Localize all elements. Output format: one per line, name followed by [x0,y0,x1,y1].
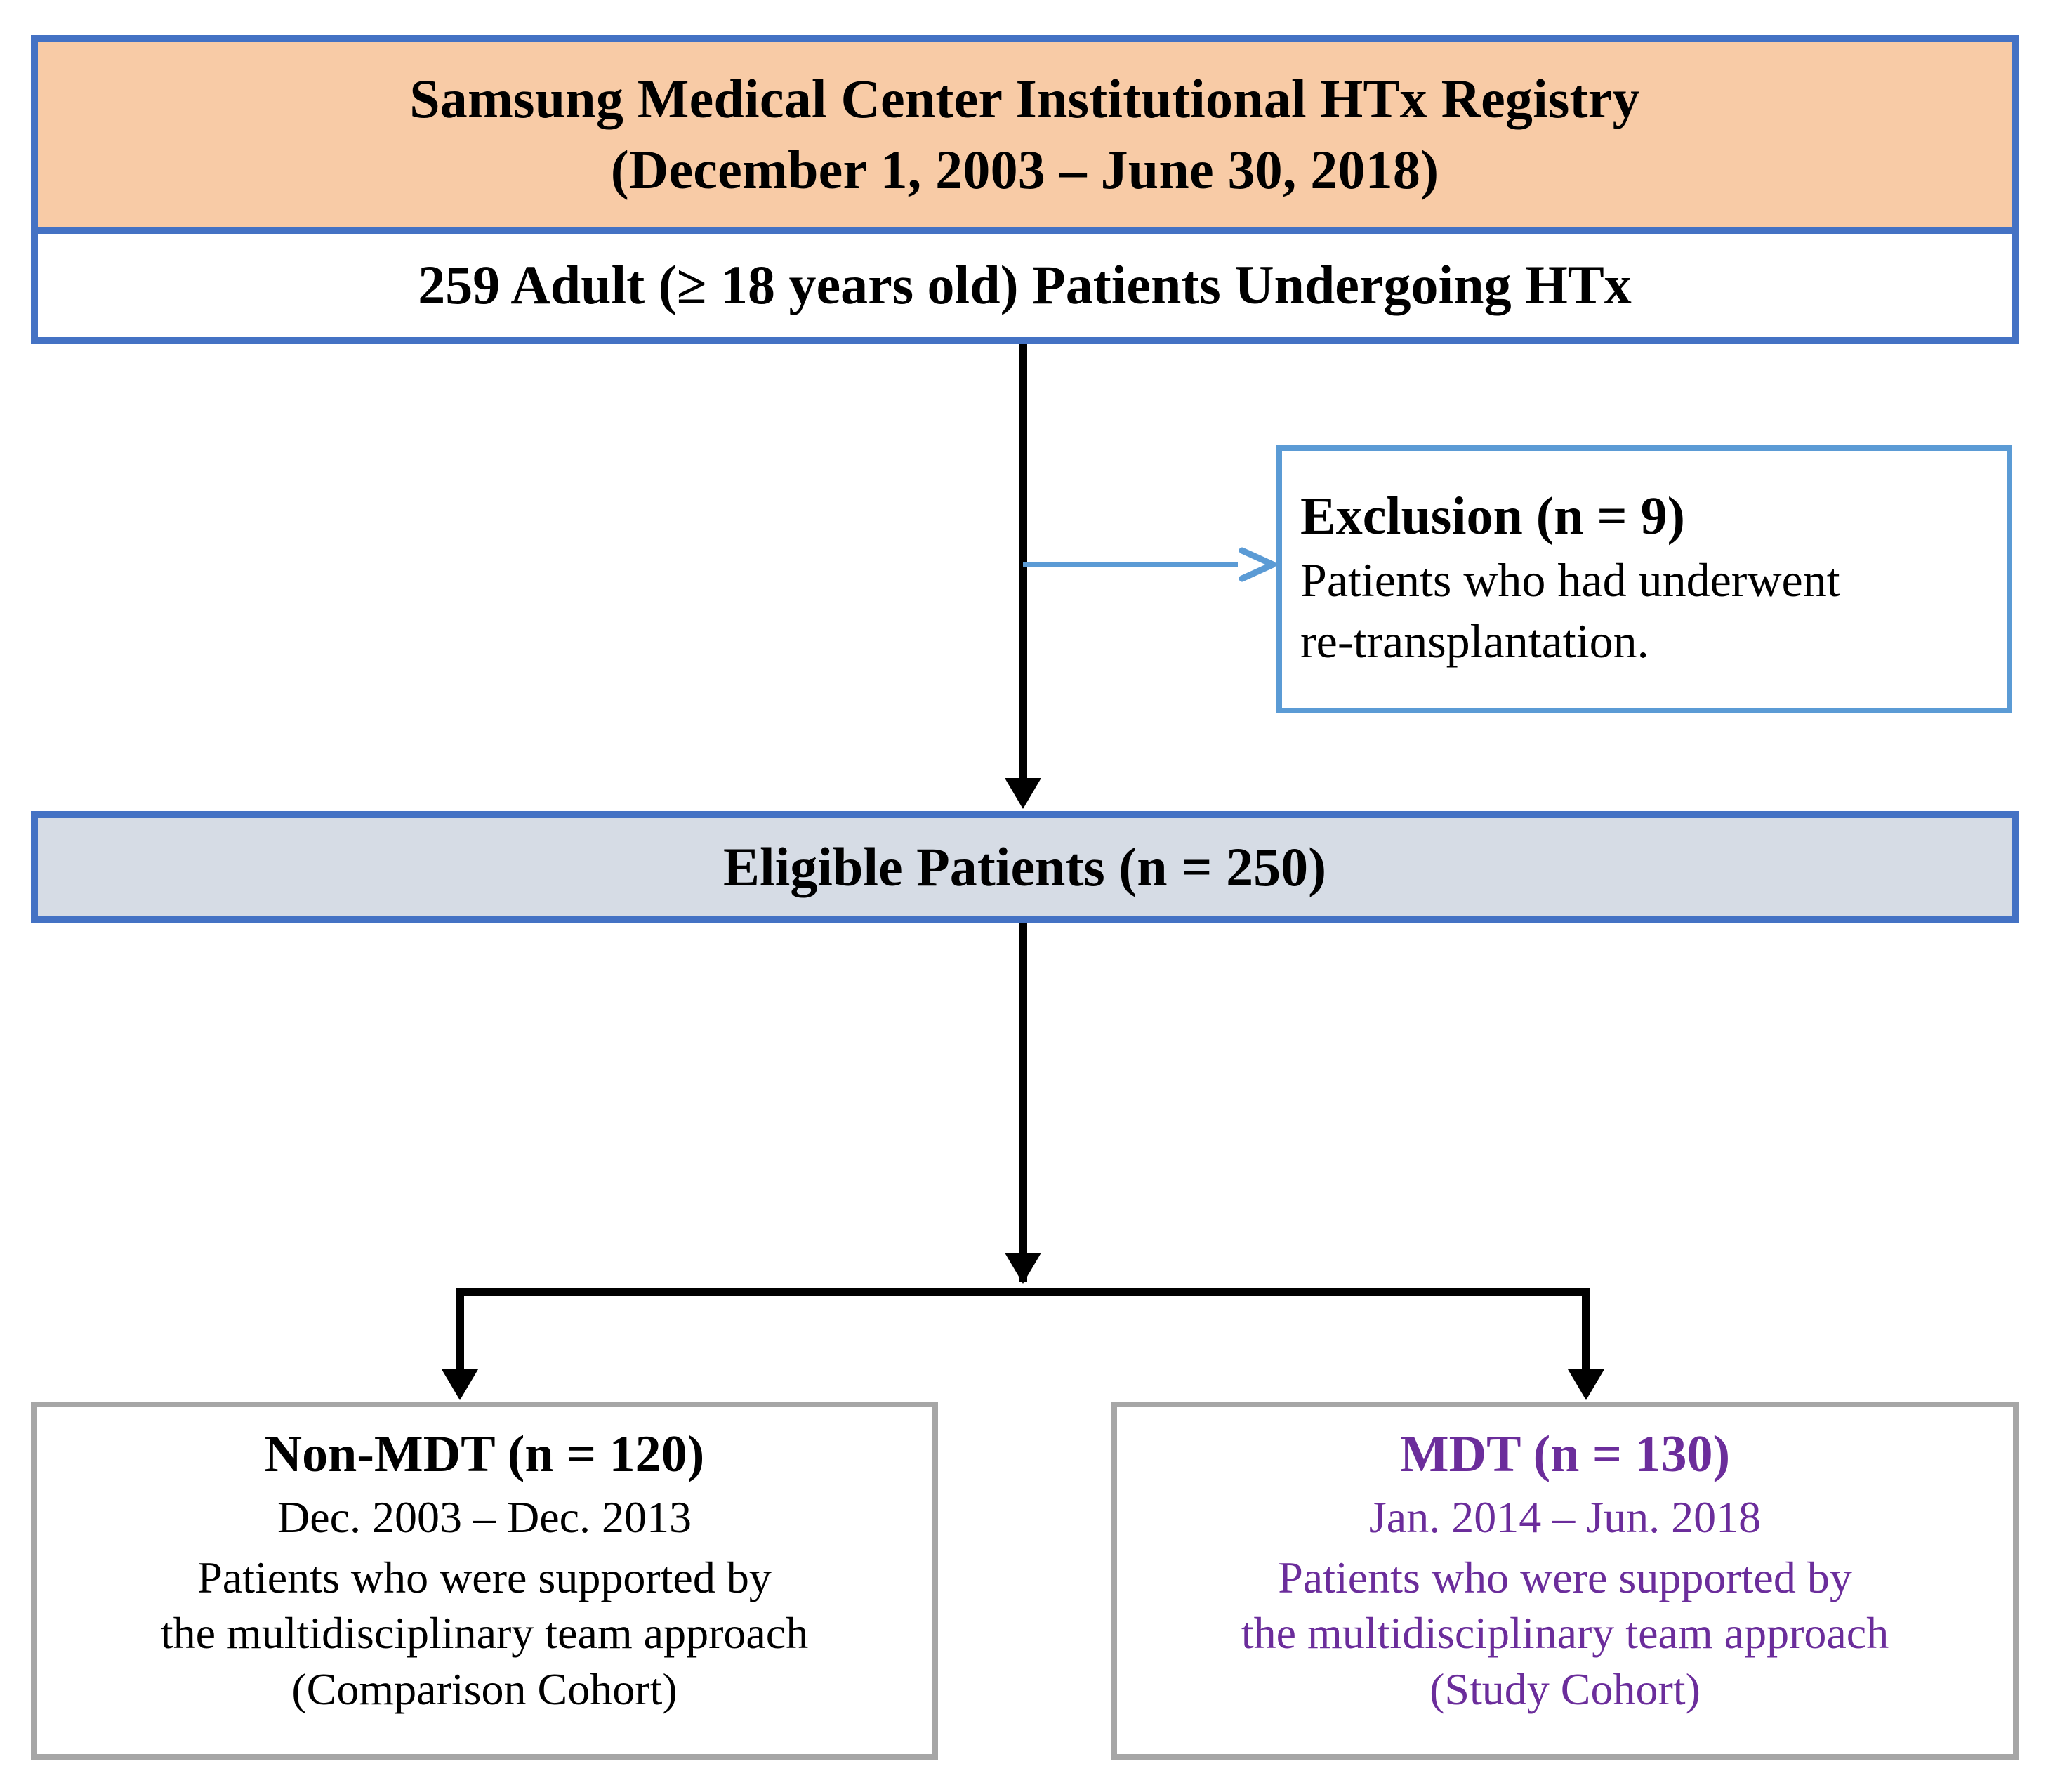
adult-patients-box: 259 Adult (≥ 18 years old) Patients Unde… [31,234,2019,344]
exclusion-box: Exclusion (n = 9) Patients who had under… [1276,445,2012,713]
arrowhead-eligible [1005,778,1041,809]
non-mdt-desc-line3: (Comparison Cohort) [291,1663,678,1714]
mdt-desc-line1: Patients who were supported by [1278,1552,1852,1602]
non-mdt-title: Non-MDT (n = 120) [264,1425,705,1483]
arrowhead-nonmdt [442,1369,478,1400]
non-mdt-desc-line2: the multidisciplinary team approach [160,1608,809,1659]
exclusion-detail-line2: re-transplantation. [1300,614,1649,668]
eligible-patients-label: Eligible Patients (n = 250) [722,836,1327,897]
arrowhead-split [1005,1253,1041,1284]
mdt-title: MDT (n = 130) [1399,1425,1731,1483]
connector-split-bar [456,1288,1590,1296]
arrowhead-exclusion-icon [1239,547,1276,582]
connector-eligible-to-split [1019,923,1027,1282]
adult-patients-label: 259 Adult (≥ 18 years old) Patients Unde… [418,254,1632,316]
connector-exclusion-line [1023,562,1238,567]
connector-split-to-nonmdt [456,1288,464,1372]
connector-split-to-mdt [1582,1288,1590,1372]
registry-title-line2: (December 1, 2003 – June 30, 2018) [610,138,1439,200]
eligible-patients-box: Eligible Patients (n = 250) [31,811,2019,923]
registry-title-line1: Samsung Medical Center Institutional HTx… [409,68,1640,130]
mdt-period: Jan. 2014 – Jun. 2018 [1368,1492,1762,1543]
exclusion-heading: Exclusion (n = 9) [1300,487,1685,546]
arrowhead-mdt [1568,1369,1604,1400]
mdt-desc-line2: the multidisciplinary team approach [1241,1608,1889,1659]
non-mdt-period: Dec. 2003 – Dec. 2013 [277,1492,692,1543]
exclusion-detail-line1: Patients who had underwent [1300,553,1840,607]
non-mdt-cohort-box: Non-MDT (n = 120) Dec. 2003 – Dec. 2013 … [31,1402,938,1760]
registry-header-box: Samsung Medical Center Institutional HTx… [31,35,2019,234]
mdt-desc-line3: (Study Cohort) [1429,1663,1701,1714]
non-mdt-desc-line1: Patients who were supported by [197,1552,772,1602]
mdt-cohort-box: MDT (n = 130) Jan. 2014 – Jun. 2018 Pati… [1111,1402,2019,1760]
